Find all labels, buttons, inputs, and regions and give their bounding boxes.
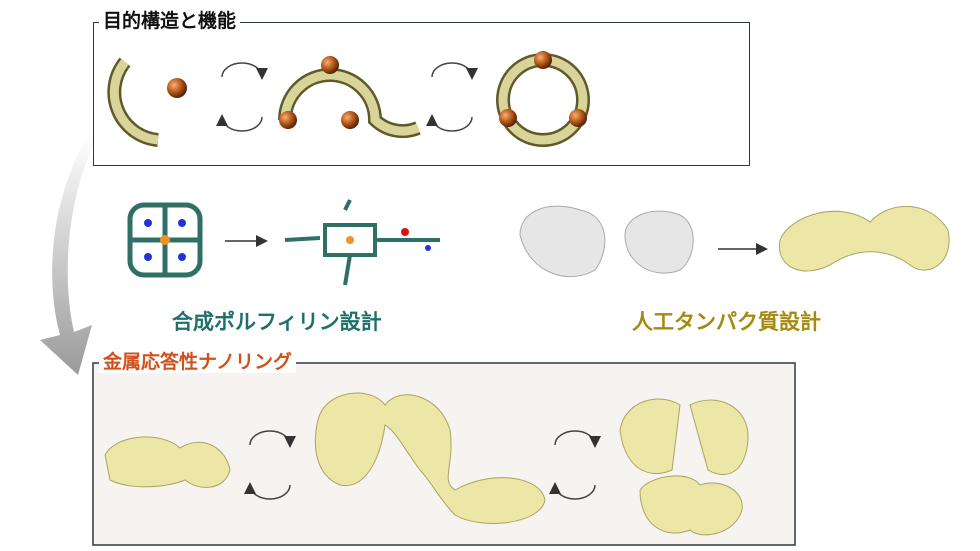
protein-monomers <box>519 205 694 278</box>
porphyrin-molecule <box>127 202 203 278</box>
target-structure-title: 目的構造と機能 <box>99 10 241 32</box>
cycle-arrows-icon <box>216 62 478 132</box>
process-flow-arrow <box>40 135 96 375</box>
protein-dimer <box>778 205 950 272</box>
protein-dimer-open <box>104 436 231 488</box>
target-structure-panel <box>93 22 750 166</box>
metal-ion-icon <box>167 78 187 98</box>
protein-design-label: 人工タンパク質設計 <box>632 310 821 334</box>
protein-tetramer-open <box>314 392 546 524</box>
cycle-arrows-icon <box>244 430 601 500</box>
modified-porphyrin-molecule <box>284 199 440 286</box>
protein-nanoring-closed <box>619 398 749 536</box>
open-ring-icon <box>278 56 421 139</box>
closed-ring-icon <box>496 51 590 147</box>
porphyrin-design-label: 合成ポルフィリン設計 <box>172 310 382 334</box>
ring-fragment-icon <box>107 57 159 147</box>
nanoring-title: 金属応答性ナノリング <box>99 351 297 373</box>
